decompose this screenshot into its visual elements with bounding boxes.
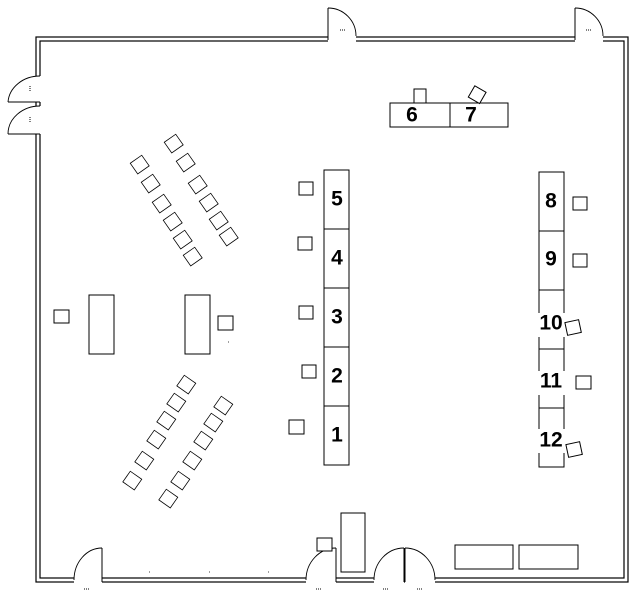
table-left-1 — [88, 294, 115, 355]
door-top-left — [327, 7, 357, 44]
chair-6 — [413, 88, 427, 104]
seat — [156, 410, 177, 431]
bottom-center-table — [316, 512, 366, 573]
left-tables — [53, 294, 234, 355]
seat — [203, 412, 224, 433]
chair-table-bottom-center — [316, 537, 333, 552]
door-left-upper — [7, 75, 44, 103]
chair-4 — [297, 236, 313, 251]
seat — [187, 174, 208, 195]
chair-12 — [565, 441, 583, 458]
chair-1 — [288, 419, 305, 435]
station-label-11: 11 — [540, 370, 563, 393]
station-label-3: 3 — [331, 306, 343, 329]
doors — [7, 7, 604, 590]
seat — [218, 226, 239, 247]
chair-10 — [564, 319, 582, 336]
seat — [122, 470, 143, 491]
counter-6-7 — [389, 102, 509, 128]
seat — [176, 374, 197, 395]
chair-2 — [301, 364, 317, 379]
station-label-8: 8 — [545, 190, 557, 213]
chair-8 — [572, 196, 588, 211]
seat — [158, 488, 179, 509]
seat — [208, 210, 229, 231]
counter-bottom-right-2 — [518, 544, 579, 570]
counter-1-5 — [323, 169, 350, 466]
seat — [193, 430, 214, 451]
door-bottom-4 — [404, 547, 436, 590]
chair-table-left-1 — [53, 309, 70, 324]
seat — [166, 392, 187, 413]
seat — [182, 450, 203, 471]
wall-ticks — [149, 341, 269, 573]
station-label-6: 6 — [406, 104, 418, 127]
chair-5 — [298, 181, 314, 196]
station-label-5: 5 — [331, 188, 343, 211]
chair-7 — [467, 85, 487, 105]
counter-bottom-right-1 — [454, 544, 514, 570]
seat — [172, 229, 193, 250]
seat — [129, 154, 150, 175]
bottom-right-counters — [454, 544, 579, 570]
seat — [140, 173, 161, 194]
door-left-lower — [7, 105, 44, 135]
top-counter: 6 7 — [389, 85, 509, 128]
lower-chair-rows — [122, 374, 234, 509]
door-bottom-1 — [73, 547, 103, 590]
seat — [146, 429, 167, 450]
seat — [198, 192, 219, 213]
seat — [163, 133, 184, 154]
door-top-right — [574, 7, 604, 44]
seat — [213, 395, 234, 416]
seat — [182, 246, 203, 267]
station-label-2: 2 — [331, 365, 343, 388]
station-label-1: 1 — [331, 424, 343, 447]
seat — [175, 152, 196, 173]
seat — [134, 450, 155, 471]
station-label-10: 10 — [539, 312, 562, 335]
center-column: 5 4 3 2 1 — [288, 169, 350, 466]
station-label-9: 9 — [545, 248, 557, 271]
chair-9 — [572, 253, 588, 268]
seat — [162, 211, 183, 232]
seat — [170, 470, 191, 491]
chair-11 — [575, 375, 592, 390]
upper-chair-rows — [129, 133, 239, 267]
door-bottom-2 — [305, 547, 337, 590]
table-left-2 — [184, 294, 211, 355]
right-column: 8 9 10 11 12 — [536, 171, 592, 468]
station-label-12: 12 — [539, 429, 562, 452]
table-bottom-center — [340, 512, 366, 573]
door-bottom-3 — [373, 547, 405, 590]
seat — [151, 193, 172, 214]
chair-3 — [298, 305, 314, 320]
chair-table-left-2 — [217, 315, 234, 331]
station-label-4: 4 — [331, 247, 343, 270]
station-label-7: 7 — [465, 104, 477, 127]
